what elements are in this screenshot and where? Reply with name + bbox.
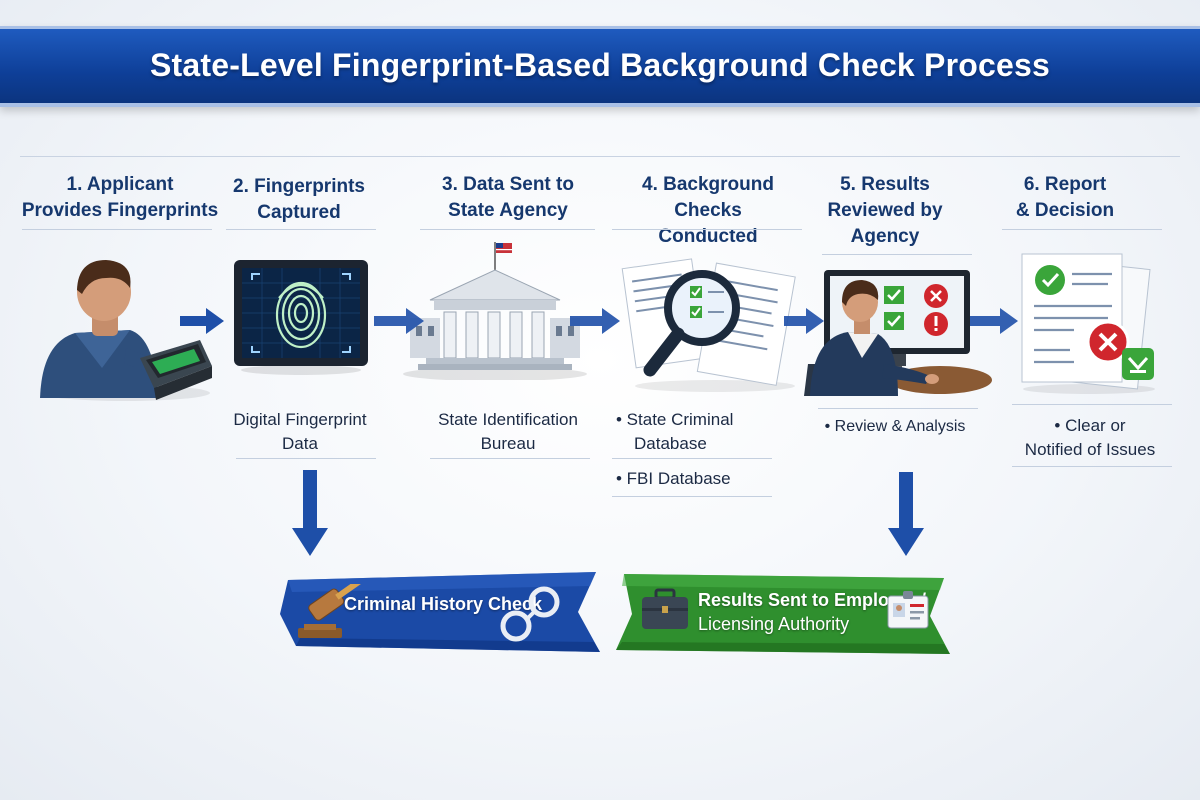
step-1-rule bbox=[22, 229, 212, 230]
step-6-title: 6. Report & Decision bbox=[990, 172, 1140, 224]
criminal-history-label: Criminal History Check bbox=[344, 594, 543, 614]
top-divider bbox=[20, 156, 1180, 157]
step-3-rule bbox=[420, 229, 595, 230]
step-4-title-line-1: 4. Background Checks bbox=[642, 174, 774, 221]
step-2-title-line-1: 2. Fingerprints bbox=[233, 176, 365, 197]
step-4-caption-line-1: • State Criminal bbox=[616, 410, 734, 429]
agent-review-icon bbox=[804, 270, 992, 396]
applicant-scanner-icon bbox=[40, 260, 212, 401]
arrow-step2-to-step3 bbox=[374, 308, 424, 334]
step-2-caption-line-1: Digital Fingerprint bbox=[233, 410, 367, 429]
report-decision-icon bbox=[1021, 253, 1155, 394]
step-3-caption-rule bbox=[430, 458, 590, 459]
down-arrow-to-criminal-check bbox=[292, 470, 328, 556]
briefcase-icon bbox=[642, 588, 688, 629]
step-6-title-line-2: & Decision bbox=[1015, 200, 1115, 221]
gavel-icon bbox=[298, 584, 362, 638]
down-arrow-to-results-sent bbox=[888, 472, 924, 556]
step-1-title: 1. Applicant Provides Fingerprints bbox=[20, 172, 220, 224]
step-4-rule bbox=[612, 229, 802, 230]
step-4-caption: • State Criminal Database bbox=[616, 408, 796, 456]
step-6-caption-rule-top bbox=[1012, 404, 1172, 405]
step-6-caption: • Clear or Notified of Issues bbox=[1000, 414, 1180, 462]
step-5-caption: • Review & Analysis bbox=[800, 415, 990, 439]
magnifier-documents-icon bbox=[621, 258, 796, 392]
arrow-step4-to-step5 bbox=[784, 308, 824, 334]
step-4-caption-rule-2 bbox=[612, 496, 772, 497]
fingerprint-monitor-icon bbox=[234, 260, 368, 375]
step-3-caption-line-1: State Identification bbox=[438, 410, 578, 429]
id-badge-icon bbox=[887, 591, 929, 629]
step-5-title-line-2: Reviewed by bbox=[827, 200, 943, 221]
results-sent-label-line-1: Results Sent to Employer / bbox=[698, 590, 927, 610]
step-6-title-line-1: 6. Report bbox=[1023, 174, 1107, 195]
page-title: State-Level Fingerprint-Based Background… bbox=[150, 47, 1050, 83]
step-1-title-line-2: Provides Fingerprints bbox=[21, 200, 219, 221]
step-6-rule bbox=[1002, 229, 1162, 230]
step-6-caption-rule bbox=[1012, 466, 1172, 467]
step-2-rule bbox=[226, 229, 376, 230]
criminal-history-ribbon bbox=[280, 572, 600, 652]
step-3-title-line-1: 3. Data Sent to bbox=[442, 174, 574, 195]
step-3-title: 3. Data Sent to State Agency bbox=[418, 172, 598, 224]
step-4-caption-line-2: Database bbox=[634, 434, 707, 453]
step-3-caption-line-2: Bureau bbox=[480, 434, 536, 453]
arrow-step1-to-step2 bbox=[180, 308, 224, 334]
step-5-title: 5. Results Reviewed by Agency bbox=[800, 172, 970, 250]
step-2-caption: Digital Fingerprint Data bbox=[220, 408, 380, 456]
results-sent-ribbon bbox=[616, 574, 950, 654]
step-5-rule bbox=[822, 254, 972, 255]
step-2-title: 2. Fingerprints Captured bbox=[214, 174, 384, 226]
step-1-title-line-1: 1. Applicant bbox=[66, 174, 174, 195]
arrow-step3-to-step4 bbox=[570, 308, 620, 334]
step-2-caption-line-2: Data bbox=[282, 434, 318, 453]
arrow-step5-to-step6 bbox=[970, 308, 1018, 334]
step-5-caption-line-1: • Review & Analysis bbox=[824, 418, 966, 435]
step-4-title: 4. Background Checks Conducted bbox=[608, 172, 808, 250]
step-5-title-line-3: Agency bbox=[850, 226, 920, 247]
step-4-title-line-2: Conducted bbox=[658, 226, 758, 247]
step-3-title-line-2: State Agency bbox=[448, 200, 568, 221]
step-2-caption-rule bbox=[236, 458, 376, 459]
step-5-title-line-1: 5. Results bbox=[840, 174, 930, 195]
step-6-caption-line-1: • Clear or bbox=[1054, 416, 1126, 435]
step-3-caption: State Identification Bureau bbox=[418, 408, 598, 456]
step-4-caption-fbi: • FBI Database bbox=[616, 467, 796, 491]
step-4-caption-rule-1 bbox=[612, 458, 772, 459]
handcuffs-icon bbox=[500, 586, 560, 642]
government-building-icon bbox=[403, 242, 587, 380]
results-sent-label: Results Sent to Employer / Licensing Aut… bbox=[698, 588, 926, 636]
step-2-title-line-2: Captured bbox=[257, 202, 341, 223]
step-4-caption-line-3: • FBI Database bbox=[616, 469, 731, 488]
results-sent-label-line-2: Licensing Authority bbox=[698, 614, 850, 634]
title-banner: State-Level Fingerprint-Based Background… bbox=[0, 26, 1200, 107]
step-6-caption-line-2: Notified of Issues bbox=[1024, 440, 1156, 459]
step-5-caption-rule bbox=[818, 408, 978, 409]
